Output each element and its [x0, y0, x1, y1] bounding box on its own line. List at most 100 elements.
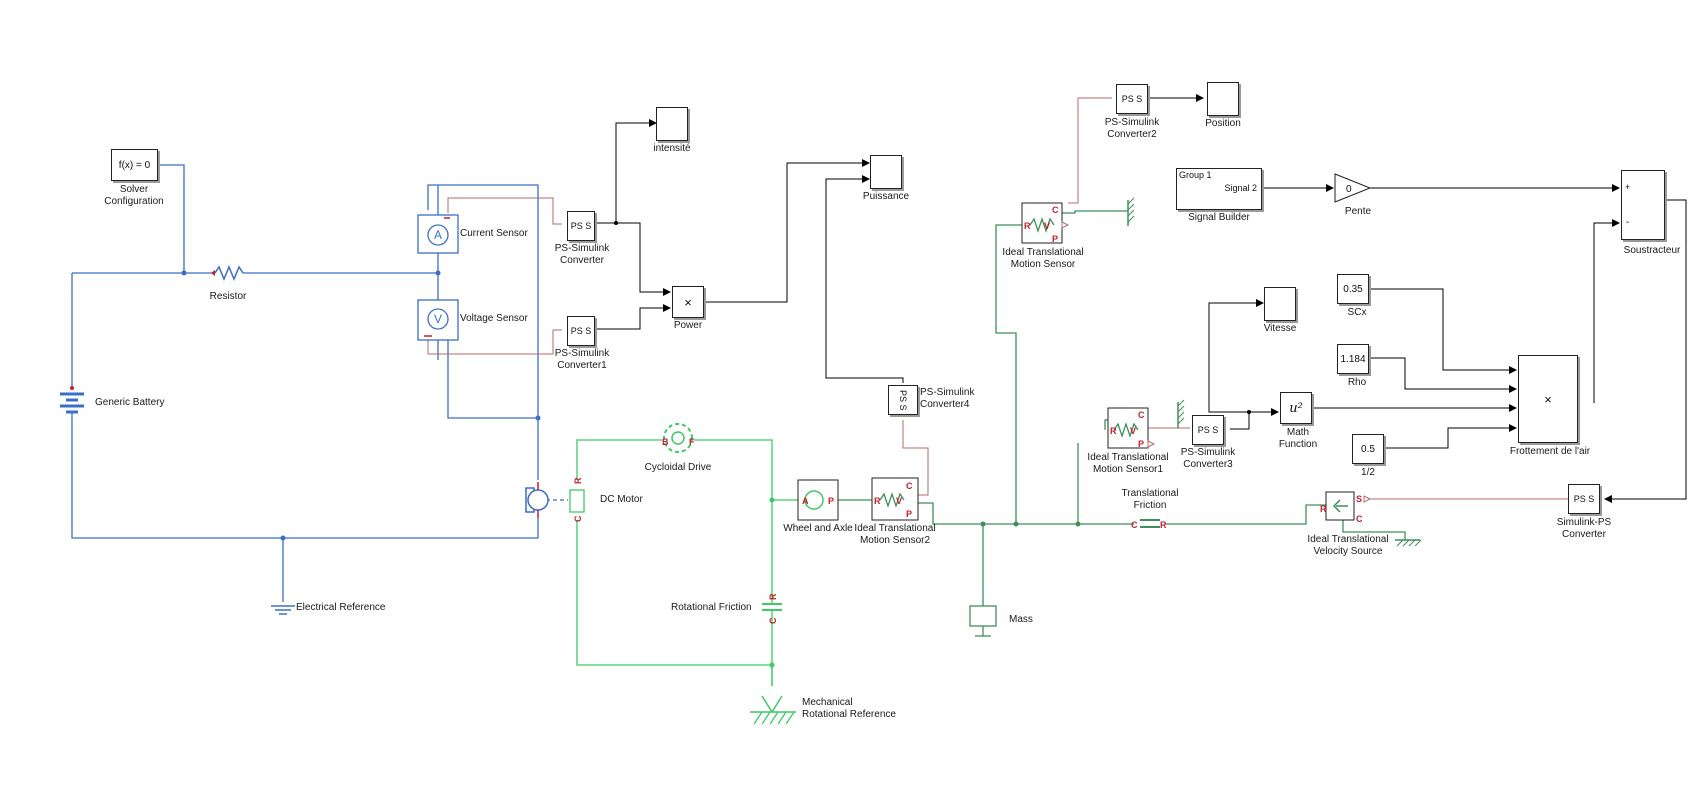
mass-label: Mass [1009, 614, 1033, 625]
svg-text:V: V [1044, 221, 1050, 231]
ps-simulink-converter4-block[interactable]: PS S [888, 385, 918, 415]
position-scope-block[interactable] [1207, 82, 1239, 116]
translational-friction-label: Translational Friction [1121, 488, 1179, 511]
translational-wires [838, 210, 1406, 606]
svg-text:R: R [1160, 520, 1167, 530]
itms1-label: Ideal Translational Motion Sensor1 [1087, 452, 1169, 475]
ps-simulink-converter3-label: PS-Simulink Converter3 [1180, 447, 1236, 470]
frottement-product-block[interactable]: × [1518, 355, 1578, 443]
rotational-friction-block[interactable]: R C [762, 586, 782, 628]
current-sensor-block[interactable]: A [417, 214, 459, 254]
ideal-translational-motion-sensor1-block[interactable]: R V C P [1107, 407, 1156, 449]
power-label: Power [673, 320, 703, 331]
svg-text:R: R [573, 477, 583, 484]
translational-friction-block[interactable]: C R [1131, 519, 1167, 530]
current-sensor-glyph: A [434, 228, 442, 242]
puissance-label: Puissance [862, 191, 910, 202]
frottement-label: Frottement de l'air [1509, 446, 1591, 457]
intensite-scope-block[interactable] [656, 107, 688, 141]
translational-reference-2 [1177, 399, 1185, 428]
svg-text:C: C [906, 481, 913, 491]
soustracteur-plus: + [1625, 182, 1631, 192]
soustracteur-minus: - [1626, 217, 1630, 228]
ps-simulink-converter4-label: PS-Simulink Converter4 [920, 387, 975, 410]
cycloidal-drive-label: Cycloidal Drive [644, 462, 712, 473]
voltage-sensor-glyph: V [434, 312, 442, 326]
soustracteur-label: Soustracteur [1623, 245, 1681, 256]
svg-text:C: C [1138, 410, 1145, 420]
wheel-and-axle-label: Wheel and Axle [783, 523, 853, 534]
mechanical-rotational-reference-label: Mechanical Rotational Reference [802, 697, 896, 720]
svg-text:C: C [1131, 520, 1138, 530]
itms-label: Ideal Translational Motion Sensor [1002, 247, 1084, 270]
vitesse-scope-block[interactable] [1264, 287, 1296, 321]
ideal-translational-motion-sensor-block[interactable]: R V C P [1021, 202, 1070, 244]
math-function-label: Math Function [1278, 427, 1318, 450]
simulink-ps-converter-block[interactable]: PS S [1568, 484, 1600, 514]
half-label: 1/2 [1361, 467, 1375, 478]
ps-simulink-converter1-block[interactable]: PS S [567, 316, 595, 346]
physical-signal-wires [427, 97, 1568, 500]
rho-label: Rho [1347, 377, 1367, 388]
rotational-wires [532, 439, 798, 686]
puissance-scope-block[interactable] [870, 155, 902, 189]
pente-block[interactable]: 0 [1334, 173, 1372, 203]
svg-text:P: P [906, 509, 912, 519]
ideal-translational-velocity-source-block[interactable]: R S C [1320, 491, 1372, 524]
ps-simulink-converter2-block[interactable]: PS S [1116, 84, 1148, 114]
svg-text:C: C [768, 617, 778, 624]
svg-text:P: P [828, 496, 834, 506]
dc-motor-label: DC Motor [600, 494, 643, 505]
soustracteur-block[interactable]: + - [1621, 170, 1665, 240]
rho-constant-block[interactable]: 1.184 [1337, 344, 1369, 374]
ps-simulink-converter-block[interactable]: PS S [567, 211, 595, 241]
intensite-label: intensité [653, 143, 691, 154]
solver-configuration-block[interactable]: f(x) = 0 [111, 149, 158, 181]
wheel-and-axle-block[interactable]: A P [797, 479, 839, 521]
half-constant-block[interactable]: 0.5 [1352, 434, 1384, 464]
dc-motor-block[interactable]: R C [525, 477, 585, 522]
mass-block[interactable] [969, 605, 997, 637]
signal-builder-signal: Signal 2 [1224, 183, 1257, 193]
ps-simulink-converter-label: PS-Simulink Converter [554, 243, 610, 266]
svg-text:V: V [896, 496, 902, 506]
battery-block[interactable] [60, 386, 84, 414]
svg-text:S: S [1356, 494, 1362, 504]
translational-reference-3 [1395, 539, 1422, 547]
math-function-block[interactable]: u² [1280, 392, 1312, 424]
svg-text:A: A [802, 496, 809, 506]
electrical-reference-block[interactable] [271, 605, 295, 615]
svg-text:F: F [689, 437, 695, 447]
svg-text:C: C [1356, 514, 1363, 524]
current-sensor-label: Current Sensor [460, 228, 528, 239]
simulink-signal-wires [592, 94, 1687, 503]
svg-text:B: B [662, 437, 669, 447]
svg-text:R: R [1110, 426, 1117, 436]
mechanical-rotational-reference-block[interactable] [750, 695, 796, 725]
itms2-label: Ideal Translational Motion Sensor2 [854, 523, 936, 546]
ideal-translational-motion-sensor2-block[interactable]: R V C P [871, 477, 919, 521]
pente-label: Pente [1344, 206, 1372, 217]
svg-text:R: R [1320, 504, 1327, 514]
voltage-sensor-block[interactable]: V [417, 299, 459, 341]
voltage-sensor-label: Voltage Sensor [460, 313, 528, 324]
itvs-label: Ideal Translational Velocity Source [1307, 534, 1389, 557]
battery-label: Generic Battery [95, 397, 165, 408]
svg-text:C: C [573, 515, 583, 522]
signal-builder-block[interactable]: Group 1 Signal 2 [1176, 168, 1262, 210]
resistor-block[interactable] [211, 265, 244, 281]
ps-simulink-converter3-block[interactable]: PS S [1192, 415, 1224, 445]
ps-simulink-converter1-label: PS-Simulink Converter1 [554, 348, 610, 371]
svg-text:R: R [768, 593, 778, 600]
signal-builder-label: Signal Builder [1188, 212, 1250, 223]
scx-label: SCx [1347, 307, 1367, 318]
power-product-block[interactable]: × [672, 286, 704, 318]
solver-configuration-label: Solver Configuration [104, 184, 164, 207]
position-label: Position [1205, 118, 1241, 129]
scx-constant-block[interactable]: 0.35 [1337, 274, 1369, 304]
svg-text:C: C [1052, 205, 1059, 215]
cycloidal-drive-block[interactable]: B F [662, 423, 695, 453]
electrical-wires [71, 164, 539, 602]
svg-text:P: P [1052, 234, 1058, 244]
